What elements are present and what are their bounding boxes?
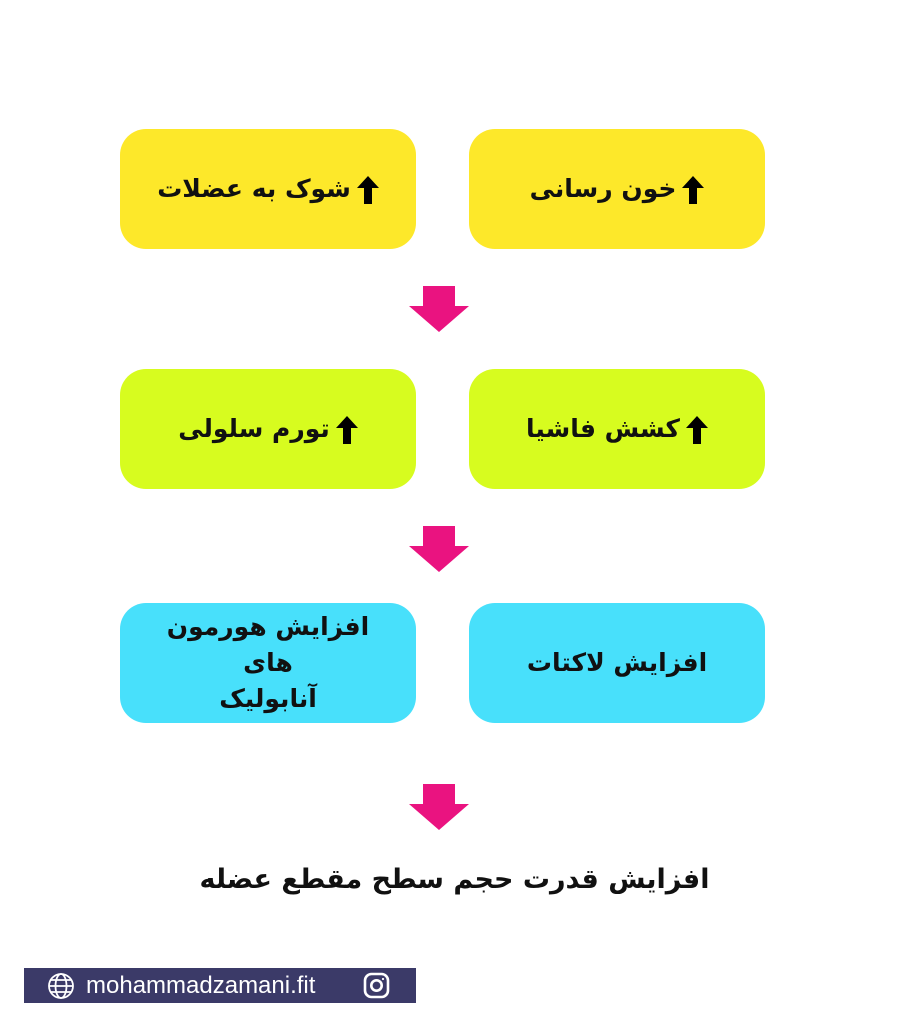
box-blood-flow: خون رسانی: [469, 129, 765, 249]
up-arrow-icon: [685, 415, 708, 444]
box-label: خون رسانی: [529, 173, 677, 203]
website-link[interactable]: mohammadzamani.fit: [86, 971, 316, 999]
box-label: تورم سلولی: [178, 413, 330, 443]
up-arrow-icon: [356, 175, 379, 204]
globe-icon: [48, 972, 74, 999]
footer-bar: mohammadzamani.fit: [24, 968, 416, 1003]
box-label-line2: آنابولیک: [219, 684, 317, 714]
up-arrow-icon: [682, 175, 705, 204]
box-cell-swelling: تورم سلولی: [120, 369, 416, 489]
box-anabolic-hormones: افزایش هورمون های آنابولیک: [120, 603, 416, 723]
box-lactate-increase: افزایش لاکتات: [469, 603, 765, 723]
instagram-icon[interactable]: [363, 972, 390, 999]
up-arrow-icon: [335, 415, 358, 444]
box-label: افزایش لاکتات: [526, 647, 708, 677]
box-muscle-shock: شوک به عضلات: [120, 129, 416, 249]
down-arrow-icon: [409, 784, 469, 830]
box-label: شوک به عضلات: [157, 173, 351, 203]
final-result: افزایش قدرت حجم سطح مقطع عضله: [199, 864, 710, 895]
down-arrow-icon: [409, 286, 469, 332]
box-label-line1: افزایش هورمون های: [166, 611, 370, 677]
down-arrow-icon: [409, 526, 469, 572]
box-fascia-stretch: کشش فاشیا: [469, 369, 765, 489]
box-label: کشش فاشیا: [526, 413, 680, 443]
